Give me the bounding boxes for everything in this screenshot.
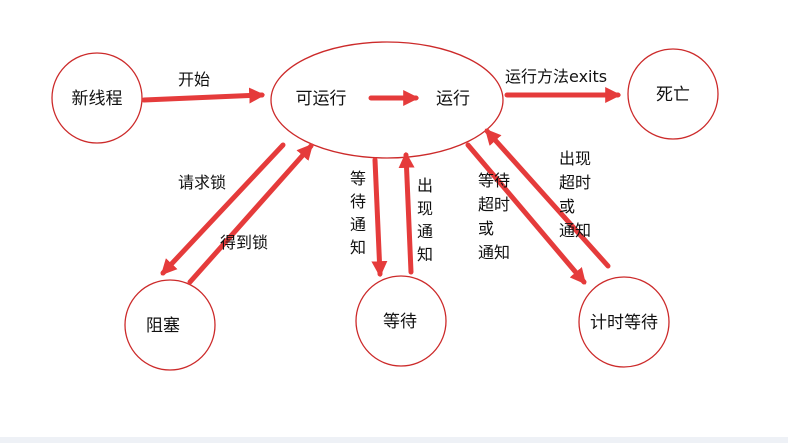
label-wait-timeout-notify: 等待 超时 或 通知 (478, 171, 510, 262)
svg-text:通知: 通知 (559, 221, 591, 240)
arrow-start (141, 87, 266, 104)
arrow-wait-timeout (465, 142, 587, 285)
node-dead: 死亡 (627, 48, 719, 140)
svg-text:通: 通 (417, 222, 433, 241)
arrow-request-lock (160, 142, 286, 276)
svg-text:超时: 超时 (559, 173, 591, 192)
label-request-lock: 请求锁 (178, 173, 226, 192)
label-start: 开始 (178, 70, 210, 89)
node-new-thread-label: 新线程 (72, 89, 123, 109)
svg-text:或: 或 (478, 219, 494, 238)
bottom-strip (0, 437, 788, 443)
node-timed-waiting-label: 计时等待 (590, 313, 658, 333)
node-runnable-label: 可运行 (296, 89, 347, 109)
label-wait-notify: 等 待 通 知 (350, 169, 366, 257)
label-run-exits: 运行方法exits (505, 67, 607, 86)
node-dead-label: 死亡 (656, 85, 690, 105)
svg-text:知: 知 (417, 245, 433, 264)
svg-text:超时: 超时 (478, 195, 510, 214)
label-timeout-or-notify: 出现 超时 或 通知 (559, 149, 591, 240)
svg-text:待: 待 (350, 192, 366, 211)
svg-text:出: 出 (417, 176, 433, 195)
svg-text:现: 现 (417, 199, 433, 218)
svg-text:通知: 通知 (478, 243, 510, 262)
svg-text:通: 通 (350, 215, 366, 234)
node-timed-waiting: 计时等待 (578, 276, 670, 368)
arrow-get-lock (187, 143, 314, 285)
arrow-timeout-return (484, 128, 611, 269)
label-get-lock: 得到锁 (220, 233, 268, 252)
svg-text:等: 等 (350, 169, 366, 188)
svg-text:出现: 出现 (559, 149, 591, 168)
node-blocked-label: 阻塞 (146, 316, 180, 336)
node-blocked: 阻塞 (124, 279, 216, 371)
node-waiting-label: 等待 (383, 312, 417, 332)
node-running-label: 运行 (436, 89, 470, 109)
node-runnable-running: 可运行 运行 (270, 41, 504, 159)
label-notify-out: 出 现 通 知 (417, 176, 433, 264)
svg-text:知: 知 (350, 238, 366, 257)
arrow-notify-out (398, 151, 415, 275)
svg-text:等待: 等待 (478, 171, 510, 190)
arrow-wait-notify (371, 157, 388, 278)
svg-text:或: 或 (559, 197, 575, 216)
node-waiting: 等待 (355, 275, 447, 367)
node-new-thread: 新线程 (51, 52, 143, 144)
